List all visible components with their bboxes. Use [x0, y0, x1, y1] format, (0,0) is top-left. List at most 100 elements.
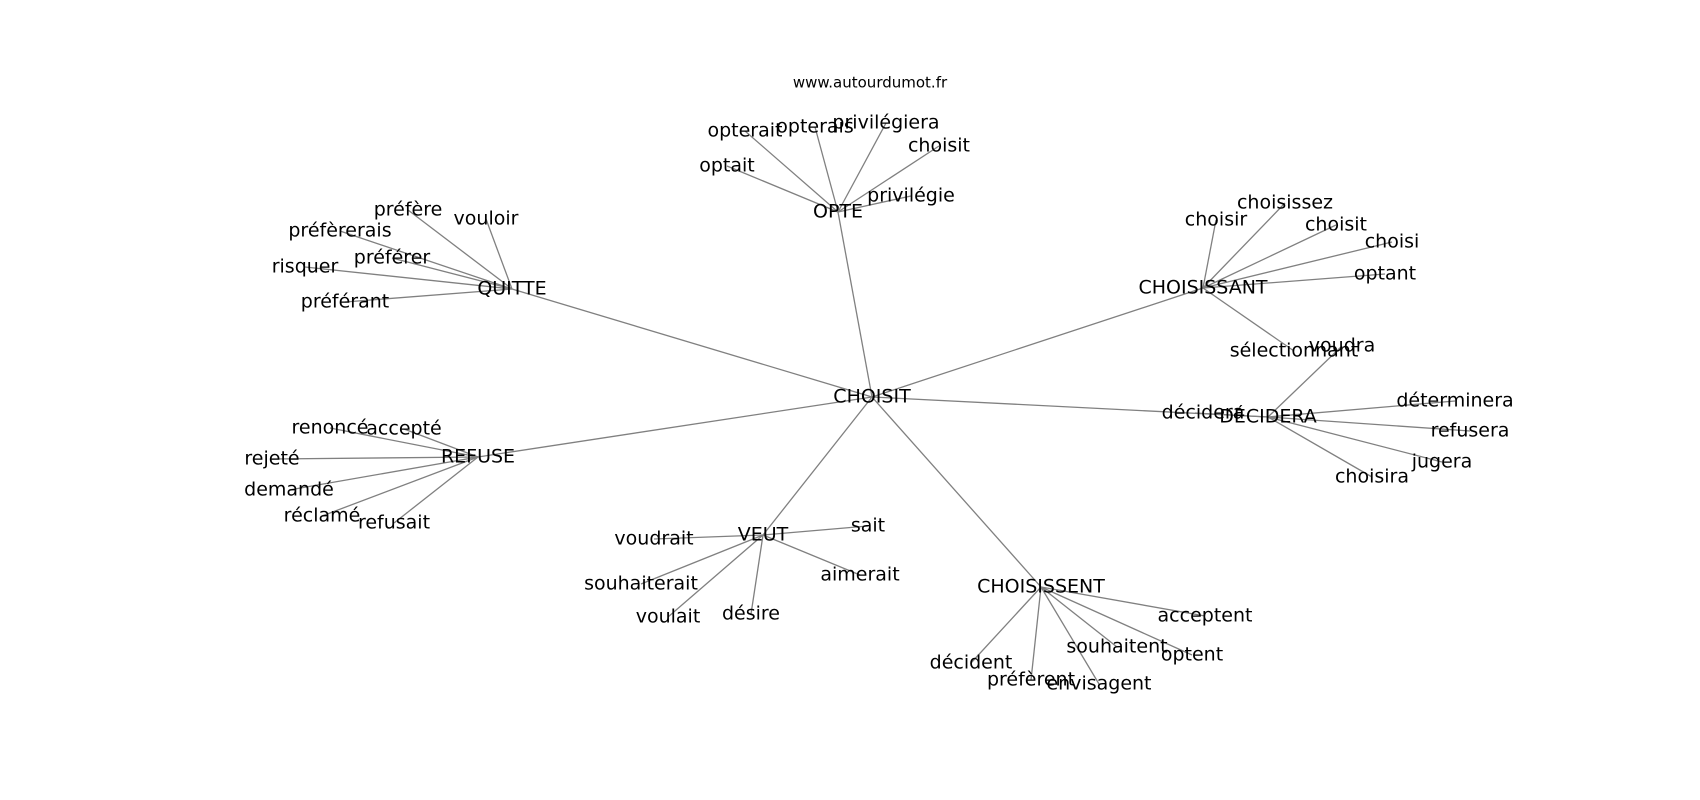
edge-choisissant-w_choisi: [1202, 241, 1393, 289]
hub-node-choisissant: CHOISISSANT: [1138, 277, 1267, 299]
edge-refuse-w_demande: [288, 456, 479, 491]
edge-choisissant-w_choisir: [1202, 219, 1217, 289]
edge-decidera-w_choisira: [1267, 416, 1373, 478]
word-node-w_preferer: préférer: [354, 247, 431, 269]
word-node-w_voulait: voulait: [636, 606, 701, 628]
word-node-w_sait: sait: [851, 515, 885, 537]
word-node-w_renonce: renoncé: [292, 417, 369, 439]
edge-choisissent-w_acceptent: [1040, 586, 1206, 617]
edge-center-quitte: [511, 288, 873, 398]
edge-decidera-w_voudra: [1267, 345, 1343, 418]
edge-opte-w_optait: [726, 165, 839, 213]
edge-choisissant-w_choisissez: [1202, 202, 1286, 289]
word-node-w_refusera: refusera: [1431, 420, 1510, 442]
word-node-w_preferant: préférant: [301, 291, 389, 313]
source-label: www.autourdumot.fr: [793, 74, 948, 92]
word-node-w_decident: décident: [930, 652, 1013, 674]
edges-layer: [271, 122, 1471, 685]
word-node-w_voudrait: voudrait: [614, 528, 693, 550]
word-node-w_choisir: choisir: [1185, 209, 1248, 231]
edge-veut-w_aimerait: [762, 534, 861, 576]
center-node-label: CHOISIT: [833, 386, 911, 408]
edge-choisissent-w_optent: [1040, 586, 1193, 656]
hub-node-choisissent: CHOISISSENT: [977, 576, 1105, 598]
edge-quitte-w_prefererais: [339, 230, 513, 290]
edge-refuse-w_accepte: [403, 428, 479, 458]
word-node-w_desire: désire: [722, 603, 780, 625]
edge-quitte-w_prefere: [407, 209, 513, 290]
word-node-w_optent: optent: [1161, 644, 1223, 666]
word-node-w_prefere: préfère: [374, 199, 443, 221]
edge-quitte-w_preferer: [391, 257, 513, 290]
word-node-w_privilegie: privilégie: [867, 185, 955, 207]
word-node-w_aimerait: aimerait: [820, 564, 899, 586]
word-node-w_jugera: jugera: [1411, 451, 1473, 473]
edge-center-choisissant: [871, 287, 1204, 398]
edge-quitte-w_risquer: [304, 266, 513, 290]
word-node-w_souhaiterait: souhaiterait: [584, 573, 698, 595]
edge-decidera-w_refusera: [1267, 416, 1471, 432]
edge-quitte-w_vouloir: [485, 218, 513, 290]
edge-choisissant-w_optant: [1202, 273, 1386, 289]
word-node-w_vouloir: vouloir: [454, 208, 519, 230]
word-node-w_rejete: rejeté: [244, 448, 299, 470]
word-node-w_choisi: choisi: [1365, 231, 1420, 253]
word-node-w_preferent: préfèrent: [987, 669, 1075, 691]
word-node-w_choisit_ch: choisit: [1305, 214, 1367, 236]
labels-layer: CHOISITOPTEopteraitopteraisprivilégierac…: [244, 112, 1514, 695]
word-node-w_opterait: opterait: [707, 120, 782, 142]
edge-opte-w_privilegie: [837, 195, 912, 213]
word-node-w_decidera: décidera: [1162, 402, 1245, 424]
edge-opte-w_opterait: [744, 130, 839, 213]
word-node-w_choisit_opte: choisit: [908, 135, 970, 157]
edge-center-choisissent: [871, 396, 1042, 588]
hub-node-veut: VEUT: [738, 524, 789, 546]
word-node-w_souhaitent: souhaitent: [1066, 636, 1167, 658]
word-node-w_voudra: voudra: [1309, 335, 1375, 357]
edge-choisissent-w_preferent: [1030, 586, 1042, 681]
edge-choisissant-w_choisit_ch: [1202, 224, 1337, 289]
word-node-w_choisira: choisira: [1335, 466, 1409, 488]
word-node-w_accepte: accepté: [366, 418, 441, 440]
word-node-w_optait: optait: [699, 155, 755, 177]
word-node-w_demande: demandé: [244, 479, 334, 501]
edge-center-refuse: [477, 396, 873, 458]
edge-decidera-w_decidera: [1194, 412, 1269, 418]
edge-quitte-w_preferant: [344, 288, 513, 303]
edge-choisissent-w_souhaitent: [1040, 586, 1118, 648]
word-node-w_acceptent: acceptent: [1158, 605, 1253, 627]
edge-choisissent-w_decident: [970, 586, 1042, 664]
edge-veut-w_voudrait: [653, 534, 764, 540]
word-node-w_choisissez: choisissez: [1237, 192, 1333, 214]
word-node-w_selectionnant: sélectionnant: [1230, 340, 1359, 362]
edge-center-veut: [762, 396, 873, 536]
edge-refuse-w_reclame: [321, 456, 479, 517]
edge-decidera-w_determinera: [1267, 400, 1456, 418]
edge-veut-w_souhaiterait: [640, 534, 764, 585]
word-node-w_privilegiera: privilégiera: [832, 112, 939, 134]
word-node-w_refusait: refusait: [358, 512, 430, 534]
word-node-w_optant: optant: [1354, 263, 1416, 285]
edge-decidera-w_jugera: [1267, 416, 1443, 463]
word-node-w_opterais: opterais: [776, 116, 853, 138]
hub-node-quitte: QUITTE: [477, 278, 546, 300]
word-node-w_determinera: déterminera: [1396, 390, 1513, 412]
edge-opte-w_privilegiera: [837, 122, 887, 213]
edge-veut-w_sait: [762, 525, 869, 536]
edge-center-opte: [837, 211, 873, 398]
edge-refuse-w_refusait: [393, 456, 479, 524]
hub-node-opte: OPTE: [813, 201, 863, 223]
edge-refuse-w_renonce: [329, 427, 479, 458]
edge-refuse-w_rejete: [271, 456, 479, 460]
edge-choisissant-w_selectionnant: [1202, 287, 1295, 352]
edge-opte-w_choisit_opte: [837, 145, 940, 213]
hub-node-decidera: DÉCIDERA: [1219, 405, 1317, 428]
edge-veut-w_desire: [750, 534, 764, 615]
hub-node-refuse: REFUSE: [441, 446, 515, 468]
word-node-w_prefererais: préfèrerais: [288, 220, 391, 242]
edge-choisissent-w_envisagent: [1040, 586, 1100, 685]
word-node-w_reclame: réclamé: [284, 505, 361, 527]
word-node-w_envisagent: envisagent: [1046, 673, 1151, 695]
edge-opte-w_opterais: [814, 126, 839, 213]
